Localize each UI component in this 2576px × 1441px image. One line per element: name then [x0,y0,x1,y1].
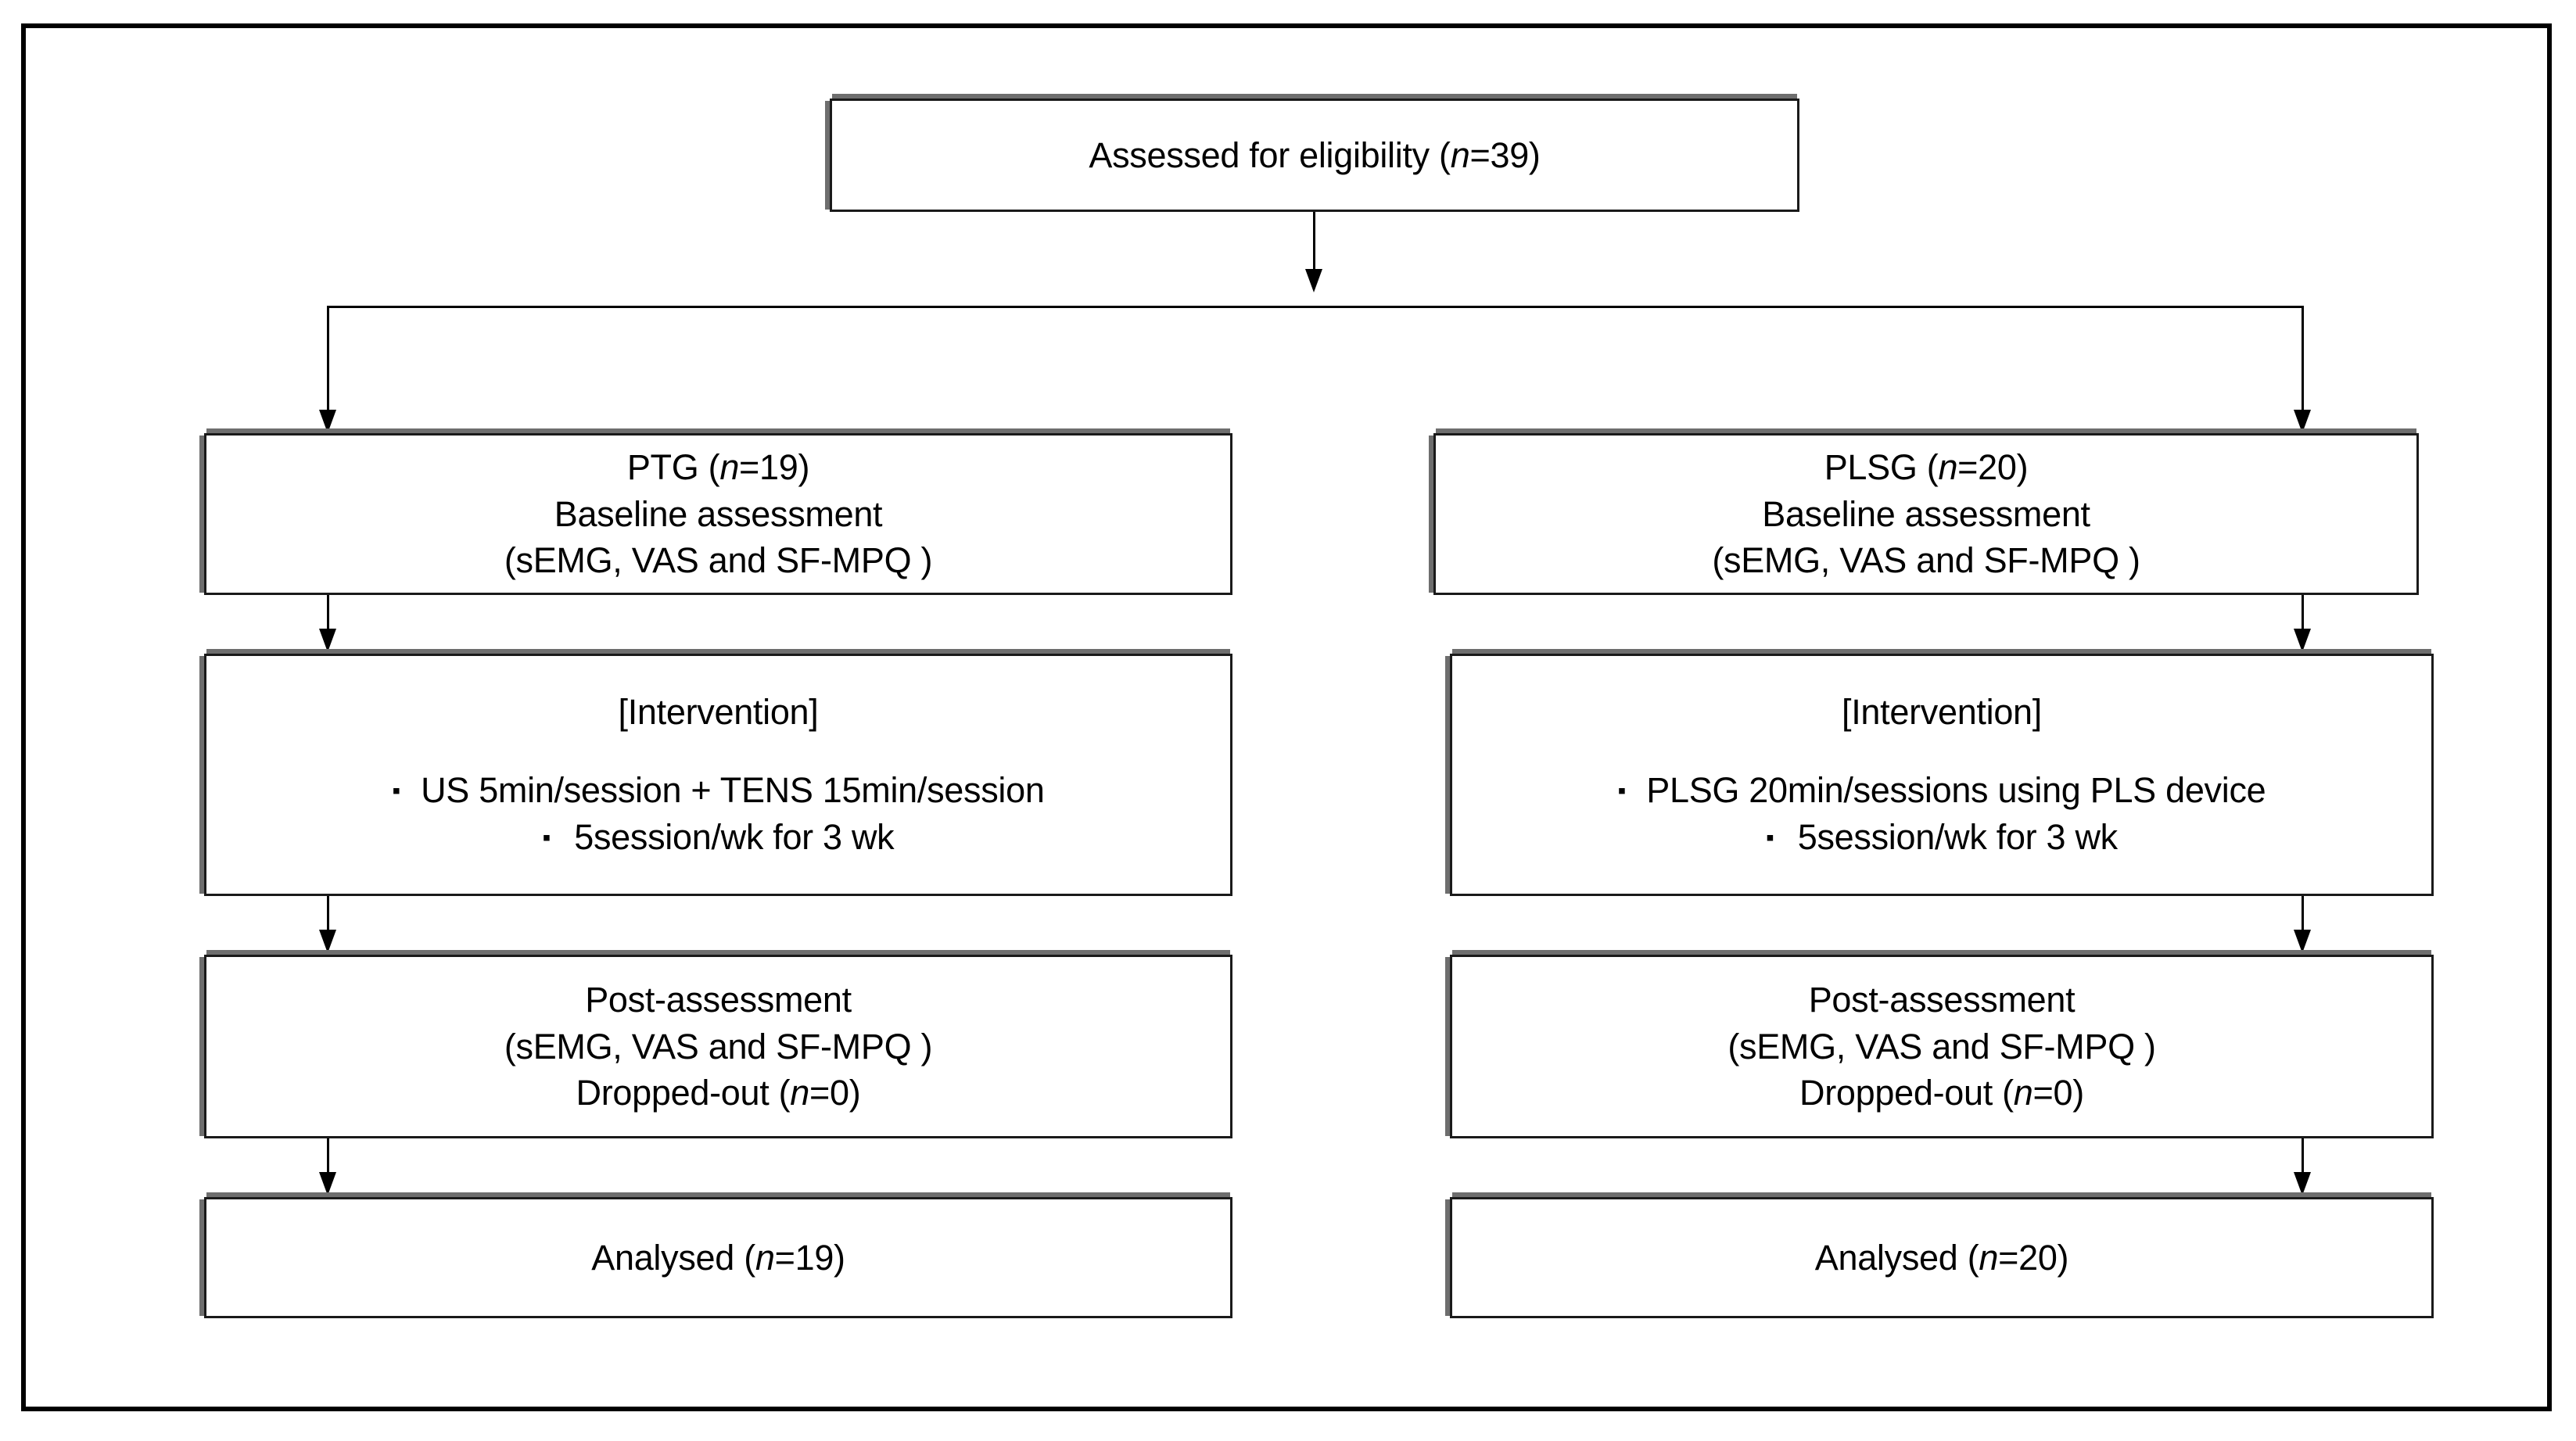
arrowhead-left-arm [319,410,336,433]
left-analysed-text: Analysed (n=19) [591,1235,845,1281]
right-post-line3: Dropped-out (n=0) [1799,1070,2084,1117]
node-right-post-assessment: Post-assessment (sEMG, VAS and SF-MPQ ) … [1450,955,2434,1138]
left-baseline-title: PTG (n=19) [626,444,810,491]
left-baseline-title-suffix: =19) [739,446,810,487]
node-left-intervention: [Intervention] ▪ US 5min/session + TENS 1… [204,654,1232,896]
arrowhead-right-arm [2294,410,2311,433]
right-baseline-title: PLSG (n=20) [1824,444,2029,491]
bullet-square-icon: ▪ [392,777,401,804]
right-intervention-bullet-1: ▪ PLSG 20min/sessions using PLS device [1618,767,2266,814]
arrowhead-right-analysed [2294,1172,2311,1195]
connector-right-baseline-to-intervention [2302,595,2304,630]
left-intervention-bullet-2: ▪ 5session/wk for 3 wk [543,814,895,861]
eligibility-text: Assessed for eligibility (n=39) [1089,132,1541,179]
bullet-square-icon: ▪ [1617,777,1627,804]
eligibility-n-symbol: n [1450,134,1470,175]
node-right-intervention: [Intervention] ▪ PLSG 20min/sessions usin… [1450,654,2434,896]
node-assessed-for-eligibility: Assessed for eligibility (n=39) [830,99,1799,212]
right-baseline-line3: (sEMG, VAS and SF-MPQ ) [1712,540,2140,581]
arrowhead-eligibility-down [1305,269,1322,292]
node-right-baseline: PLSG (n=20) Baseline assessment (sEMG, V… [1433,433,2419,595]
left-post-line3-suffix: =0) [809,1073,861,1113]
connector-eligibility-down [1313,212,1315,272]
eligibility-label-prefix: Assessed for eligibility ( [1089,134,1451,175]
figure-outer-frame: Assessed for eligibility (n=39) PTG (n=1… [21,23,2552,1411]
left-post-line3-prefix: Dropped-out ( [576,1073,791,1113]
connector-left-intervention-to-post [327,896,329,931]
connector-right-post-to-analysed [2302,1138,2304,1174]
left-analysed-prefix: Analysed ( [591,1237,755,1278]
node-left-baseline: PTG (n=19) Baseline assessment (sEMG, VA… [204,433,1232,595]
arrowhead-right-post [2294,930,2311,953]
right-post-n-symbol: n [2013,1073,2033,1113]
left-post-line3: Dropped-out (n=0) [576,1070,861,1117]
left-post-line2: (sEMG, VAS and SF-MPQ ) [504,1026,933,1066]
right-analysed-prefix: Analysed ( [1814,1237,1979,1278]
left-baseline-title-prefix: PTG ( [626,446,720,487]
node-right-analysed: Analysed (n=20) [1450,1197,2434,1318]
left-analysed-n-symbol: n [755,1237,775,1278]
right-analysed-text: Analysed (n=20) [1814,1235,2069,1281]
connector-right-intervention-to-post [2302,896,2304,931]
left-baseline-n-symbol: n [719,446,740,487]
connector-left-baseline-to-intervention [327,595,329,630]
right-baseline-title-prefix: PLSG ( [1824,446,1939,487]
right-post-line1: Post-assessment [1808,979,2076,1020]
left-baseline-line2: Baseline assessment [554,493,883,534]
arrowhead-left-intervention [319,629,336,652]
eligibility-label-suffix: =39) [1469,134,1541,175]
right-intervention-bullet-1-text: PLSG 20min/sessions using PLS device [1646,770,2266,811]
right-analysed-suffix: =20) [1998,1237,2069,1278]
right-post-line3-suffix: =0) [2032,1073,2085,1113]
left-analysed-suffix: =19) [774,1237,845,1278]
right-baseline-line2: Baseline assessment [1762,493,2090,534]
left-baseline-line3: (sEMG, VAS and SF-MPQ ) [504,540,933,581]
left-intervention-bullet-2-text: 5session/wk for 3 wk [574,816,895,857]
arrowhead-right-intervention [2294,629,2311,652]
connector-split-bus [327,306,2304,308]
connector-left-post-to-analysed [327,1138,329,1174]
node-left-post-assessment: Post-assessment (sEMG, VAS and SF-MPQ ) … [204,955,1232,1138]
bullet-square-icon: ▪ [542,824,551,851]
left-post-n-symbol: n [790,1073,810,1113]
left-intervention-bullet-1: ▪ US 5min/session + TENS 15min/session [392,767,1044,814]
right-intervention-heading: [Intervention] [1842,692,2042,733]
right-post-line2: (sEMG, VAS and SF-MPQ ) [1727,1026,2156,1066]
connector-split-left-drop [327,306,329,414]
node-left-analysed: Analysed (n=19) [204,1197,1232,1318]
bullet-square-icon: ▪ [1766,824,1774,851]
arrowhead-left-post [319,930,336,953]
right-baseline-n-symbol: n [1938,446,1958,487]
right-baseline-title-suffix: =20) [1957,446,2029,487]
arrowhead-left-analysed [319,1172,336,1195]
right-intervention-bullet-2: ▪ 5session/wk for 3 wk [1766,814,2118,861]
right-intervention-bullet-2-text: 5session/wk for 3 wk [1797,816,2118,857]
connector-split-right-drop [2302,306,2304,414]
left-post-line1: Post-assessment [585,979,852,1020]
left-intervention-heading: [Intervention] [618,692,819,733]
left-intervention-bullet-1-text: US 5min/session + TENS 15min/session [421,770,1045,811]
right-post-line3-prefix: Dropped-out ( [1799,1073,2014,1113]
right-analysed-n-symbol: n [1979,1237,1999,1278]
